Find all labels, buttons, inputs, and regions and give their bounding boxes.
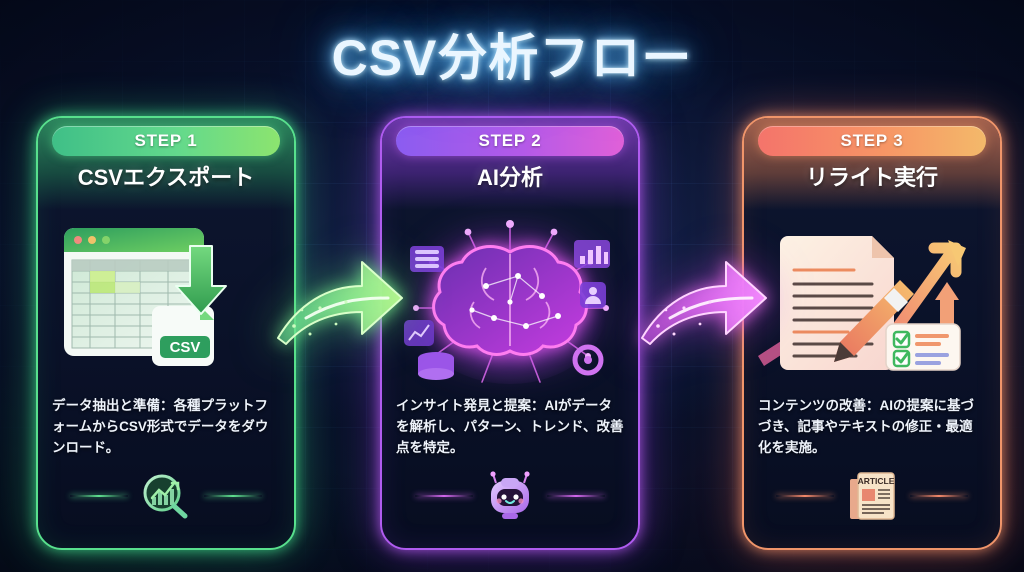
arrow-step1-to-step2 [276,246,406,346]
divider-left [70,495,128,497]
divider-left [415,495,473,497]
newspaper-article-icon: ARTICLE [850,472,895,520]
user-profile-icon [580,282,606,308]
csv-file-badge-label: CSV [170,339,201,356]
server-stack-icon [410,246,444,272]
step-1-artwork: CSV [38,210,294,388]
divider-left [776,495,834,497]
step-1-header: STEP 1 CSVエクスポート [38,118,294,210]
step-2-title: AI分析 [476,165,543,190]
step-1-badge: STEP 1 [52,126,280,156]
divider-right [204,495,262,497]
spreadsheet-csv-download-icon: CSV [64,228,227,366]
step-card-3[interactable]: STEP 3 リライト実行 [742,116,1002,550]
page-title: CSV分析フロー [331,30,693,86]
step-3-description: コンテンツの改善：AIの提案に基づづき、記事やテキストの修正・最適化を実施。 [758,398,974,455]
step-1-description: データ抽出と準備：各種プラットフォームからCSV形式でデータをダウンロード。 [52,398,269,455]
step-1-footer [38,470,294,522]
document-pencil-growth-icon [758,236,966,371]
checklist-card-icon [885,323,961,371]
divider-right [547,495,605,497]
step-2-footer [382,470,638,522]
step-2-badge: STEP 2 [396,126,624,156]
step-2-artwork [382,210,638,388]
step-card-2[interactable]: STEP 2 AI分析 [380,116,640,550]
magnifier-growth-chart-icon [143,474,188,519]
divider-right [910,495,968,497]
arrow-step2-to-step3 [640,246,770,346]
analytics-card-icon [404,320,434,346]
step-card-1[interactable]: STEP 1 CSVエクスポート [36,116,296,550]
step-1-title: CSVエクスポート [77,165,255,190]
database-icon [418,352,454,380]
article-icon-label: ARTICLE [858,476,895,486]
step-3-header: STEP 3 リライト実行 [744,118,1000,210]
step-3-footer: ARTICLE [744,470,1000,522]
step-2-description: インサイト発見と提案：AIがデータを解析し、パターン、トレンド、改善点を特定。 [396,398,624,455]
robot-assistant-icon [490,471,530,519]
bar-chart-icon [574,240,610,268]
step-3-title: リライト実行 [805,165,938,190]
neural-brain-icon [404,220,610,384]
step-3-artwork [744,210,1000,388]
step-3-badge: STEP 3 [758,126,986,156]
step-2-header: STEP 2 AI分析 [382,118,638,210]
